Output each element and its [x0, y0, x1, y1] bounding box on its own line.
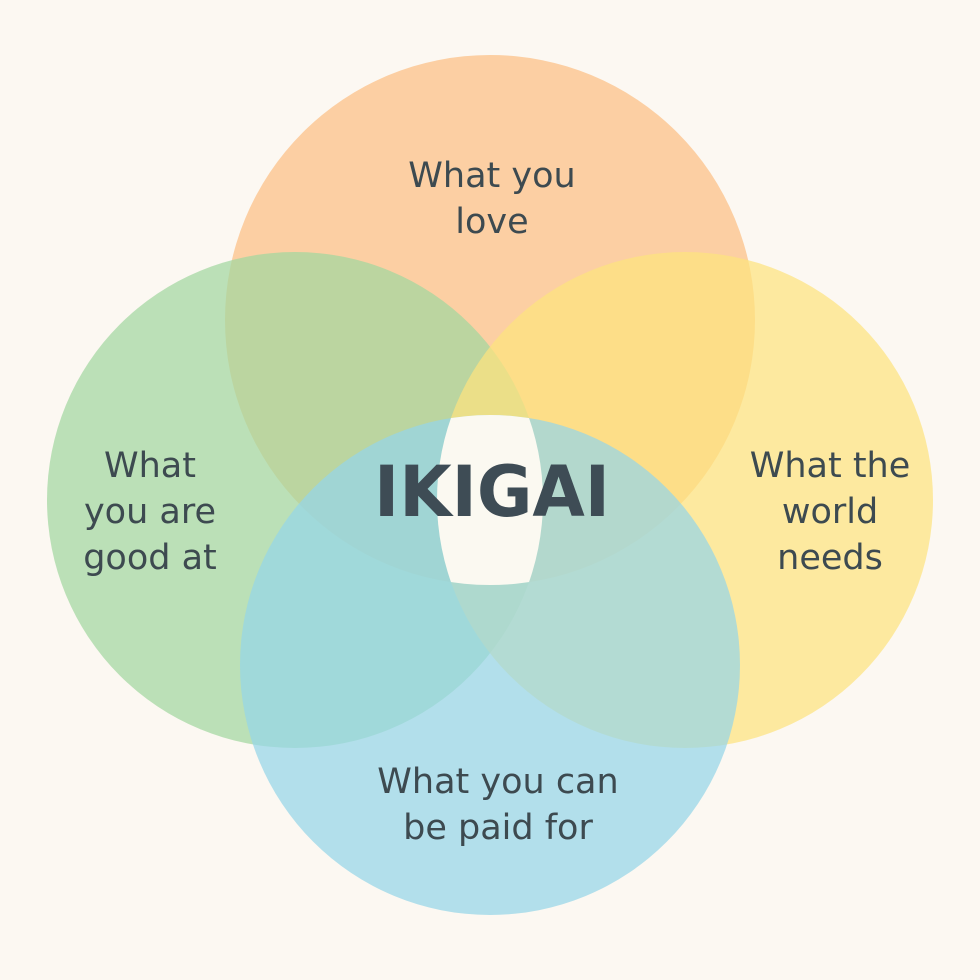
label-paid: What you can be paid for: [377, 762, 618, 848]
label-world-line: What the: [750, 446, 911, 486]
label-world: What the world needs: [750, 446, 911, 578]
label-love-line: What you: [408, 156, 575, 196]
circle-what-you-can-be-paid-for: [240, 415, 740, 915]
label-love: What you love: [408, 156, 575, 242]
label-world-line: needs: [777, 538, 883, 578]
label-world-line: world: [782, 492, 878, 532]
label-love-line: love: [455, 202, 528, 242]
label-good: What you are good at: [83, 446, 217, 578]
label-good-line: What: [104, 446, 196, 486]
label-paid-line: be paid for: [403, 808, 593, 848]
label-good-line: you are: [84, 492, 216, 532]
label-paid-line: What you can: [377, 762, 618, 802]
center-label: IKIGAI: [374, 451, 610, 533]
label-good-line: good at: [83, 538, 217, 578]
